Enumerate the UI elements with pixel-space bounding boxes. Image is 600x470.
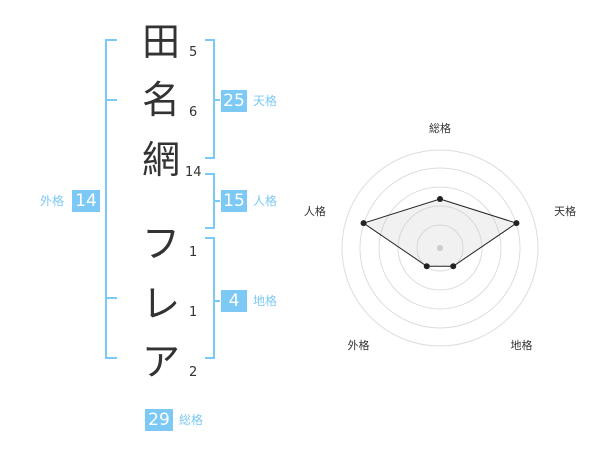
radar-plot [360, 196, 520, 270]
jinkaku-label: 人格 [253, 194, 278, 208]
name-char-4: フ [141, 222, 180, 266]
radar-series-polygon [362, 198, 518, 267]
chikaku-value: 4 [221, 290, 247, 312]
stroke-count-3: 14 [185, 165, 202, 180]
name-char-5: レ [141, 282, 180, 326]
tenkaku-value: 25 [221, 90, 247, 112]
jinkaku-value: 15 [221, 190, 247, 212]
stroke-count-1: 5 [189, 45, 198, 60]
radar-point-外格 [423, 263, 430, 270]
gaikaku-value: 14 [72, 190, 100, 212]
radar-center [437, 245, 443, 251]
stroke-count-2: 6 [189, 105, 198, 120]
name-char-1: 田 [141, 20, 180, 64]
stroke-count-6: 2 [189, 365, 198, 380]
soukaku-label: 総格 [179, 413, 204, 427]
radar-axis-label-1: 総格 [429, 121, 451, 135]
radar-ring-1 [341, 149, 539, 347]
radar-axis-label-5: 人格 [304, 204, 326, 218]
stroke-count-4: 1 [189, 245, 198, 260]
name-char-3: 網 [141, 138, 180, 182]
tenkaku-label: 天格 [253, 94, 278, 108]
radar-ring-4 [397, 205, 483, 291]
radar-axis-label-4: 外格 [347, 338, 369, 352]
radar-axis-label-3: 地格 [511, 338, 533, 352]
chikaku-label: 地格 [253, 294, 278, 308]
radar-rings [341, 149, 539, 347]
radar-point-総格 [437, 196, 443, 202]
radar-ring-3 [378, 186, 502, 310]
radar-point-人格 [360, 220, 367, 227]
soukaku-value: 29 [145, 409, 173, 431]
radar-ring-2 [359, 167, 521, 329]
name-char-6: ア [141, 340, 180, 384]
gaikaku-label: 外格 [40, 194, 65, 208]
stroke-count-5: 1 [189, 305, 198, 320]
radar-point-天格 [513, 220, 520, 227]
radar-axis-label-2: 天格 [554, 204, 576, 218]
radar-ring-5 [416, 224, 464, 272]
radar-point-地格 [450, 263, 457, 270]
name-char-2: 名 [141, 78, 180, 122]
